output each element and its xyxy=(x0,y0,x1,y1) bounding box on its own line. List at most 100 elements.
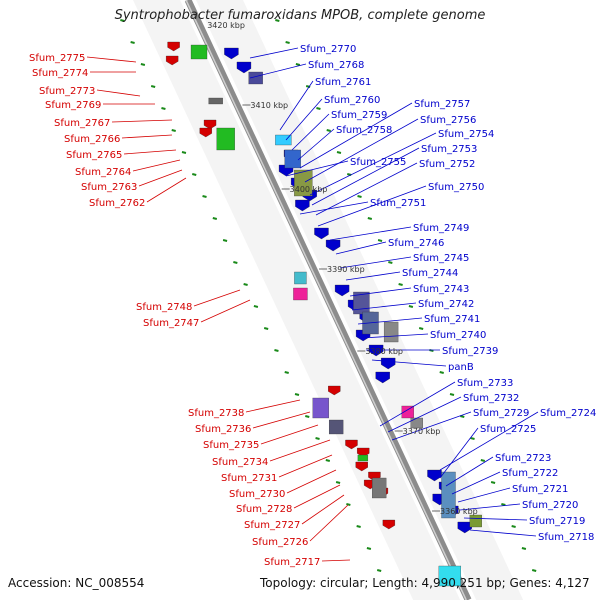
left-leader-line xyxy=(111,119,173,123)
right-gene-label: Sfum_2720 xyxy=(522,500,578,511)
left-gene-label: Sfum_2747 xyxy=(143,318,199,329)
right-gene-label: Sfum_2718 xyxy=(538,532,594,543)
left-tick-mark xyxy=(150,85,156,88)
left-tick-mark xyxy=(366,547,372,550)
left-leader-line xyxy=(132,159,181,172)
left-leader-line xyxy=(123,149,177,155)
left-tick-mark xyxy=(140,63,146,66)
gene-block xyxy=(383,321,399,343)
left-leader-line xyxy=(293,484,341,509)
right-tick-mark xyxy=(357,195,362,198)
kbp-label: 3370 kbp xyxy=(403,427,441,436)
reverse-gene-glyph xyxy=(236,61,252,74)
right-tick-mark xyxy=(531,569,537,572)
right-gene-label: Sfum_2750 xyxy=(428,182,484,193)
kbp-label: 3400 kbp xyxy=(290,185,328,194)
right-tick-mark xyxy=(285,41,290,44)
right-leader-line xyxy=(457,487,511,503)
right-gene-label: Sfum_2741 xyxy=(424,314,480,325)
left-leader-line xyxy=(309,504,349,542)
genome-title: Syntrophobacter fumaroxidans MPOB, compl… xyxy=(114,8,486,23)
left-leader-line xyxy=(260,424,319,445)
left-gene-label: Sfum_2769 xyxy=(45,100,101,111)
reverse-gene-glyph xyxy=(368,344,384,357)
right-gene-label: Sfum_2759 xyxy=(331,110,387,121)
left-tick-mark xyxy=(305,415,310,418)
right-tick-mark xyxy=(398,283,403,286)
left-gene-label: Sfum_2738 xyxy=(188,408,244,419)
right-gene-label: Sfum_2768 xyxy=(308,60,364,71)
left-tick-mark xyxy=(233,261,238,264)
left-gene-label: Sfum_2734 xyxy=(212,457,268,468)
left-gene-label: Sfum_2717 xyxy=(264,557,320,568)
left-tick-mark xyxy=(202,195,207,198)
right-leader-line xyxy=(439,411,539,471)
gene-block xyxy=(216,127,235,151)
right-gene-label: Sfum_2745 xyxy=(413,253,469,264)
left-leader-line xyxy=(193,289,241,307)
right-gene-label: Sfum_2721 xyxy=(512,484,568,495)
left-gene-label: Sfum_2775 xyxy=(29,53,85,64)
right-tick-mark xyxy=(449,393,455,396)
left-gene-label: Sfum_2735 xyxy=(203,440,259,451)
reverse-gene-glyph xyxy=(334,284,350,297)
right-gene-label: Sfum_2733 xyxy=(457,378,513,389)
genome-summary-text: Topology: circular; Length: 4,990,251 bp… xyxy=(260,576,590,590)
left-gene-label: Sfum_2731 xyxy=(221,473,277,484)
left-leader-line xyxy=(200,299,251,323)
right-gene-label: Sfum_2739 xyxy=(442,346,498,357)
right-leader-line xyxy=(299,102,413,169)
left-gene-label: Sfum_2763 xyxy=(81,182,137,193)
left-gene-label: Sfum_2730 xyxy=(229,489,285,500)
right-gene-label: Sfum_2758 xyxy=(336,125,392,136)
right-tick-mark xyxy=(388,261,393,264)
reverse-gene-glyph xyxy=(314,227,329,240)
accession-text: Accession: NC_008554 xyxy=(8,576,145,590)
right-leader-line xyxy=(451,471,501,495)
right-gene-label: Sfum_2732 xyxy=(463,393,519,404)
right-gene-label: Sfum_2746 xyxy=(388,238,444,249)
left-tick-mark xyxy=(335,481,341,484)
left-leader-line xyxy=(286,469,337,494)
left-tick-mark xyxy=(263,327,269,330)
gene-block xyxy=(372,477,387,499)
gene-block xyxy=(190,44,208,60)
right-leader-line xyxy=(371,359,447,367)
right-leader-line xyxy=(361,333,429,339)
right-gene-label: Sfum_2722 xyxy=(502,468,558,479)
right-leader-line xyxy=(315,162,418,216)
right-tick-mark xyxy=(521,547,527,550)
top-kbp-label: 3420 kbp xyxy=(207,21,245,30)
gene-block xyxy=(401,405,414,419)
right-leader-line xyxy=(285,98,323,141)
forward-gene-glyph xyxy=(355,461,368,472)
kbp-label: 3410 kbp xyxy=(250,101,288,110)
right-gene-label: Sfum_2749 xyxy=(413,223,469,234)
reverse-gene-glyph xyxy=(295,199,310,212)
forward-gene-glyph xyxy=(345,439,358,450)
gene-block xyxy=(438,565,462,587)
left-gene-label: Sfum_2762 xyxy=(89,198,145,209)
right-leader-line xyxy=(351,302,417,311)
gene-block xyxy=(294,271,307,285)
reverse-gene-glyph xyxy=(325,239,341,252)
right-tick-mark xyxy=(418,327,424,330)
left-tick-mark xyxy=(253,305,259,308)
left-leader-line xyxy=(301,494,345,525)
left-tick-mark xyxy=(120,19,125,22)
reverse-gene-glyph xyxy=(224,47,239,60)
right-leader-line xyxy=(345,271,401,281)
left-leader-line xyxy=(96,89,141,97)
left-tick-mark xyxy=(376,569,382,572)
reverse-gene-glyph xyxy=(427,469,442,482)
left-tick-mark xyxy=(181,151,187,154)
gene-block xyxy=(328,419,344,435)
genome-backbone-highlight xyxy=(185,0,467,600)
gene-block xyxy=(248,71,263,85)
right-leader-line xyxy=(445,456,494,487)
forward-gene-glyph xyxy=(167,41,180,52)
left-gene-label: Sfum_2726 xyxy=(252,537,308,548)
right-tick-mark xyxy=(377,239,383,242)
right-gene-label: Sfum_2756 xyxy=(420,115,476,126)
left-gene-label: Sfum_2773 xyxy=(39,86,95,97)
